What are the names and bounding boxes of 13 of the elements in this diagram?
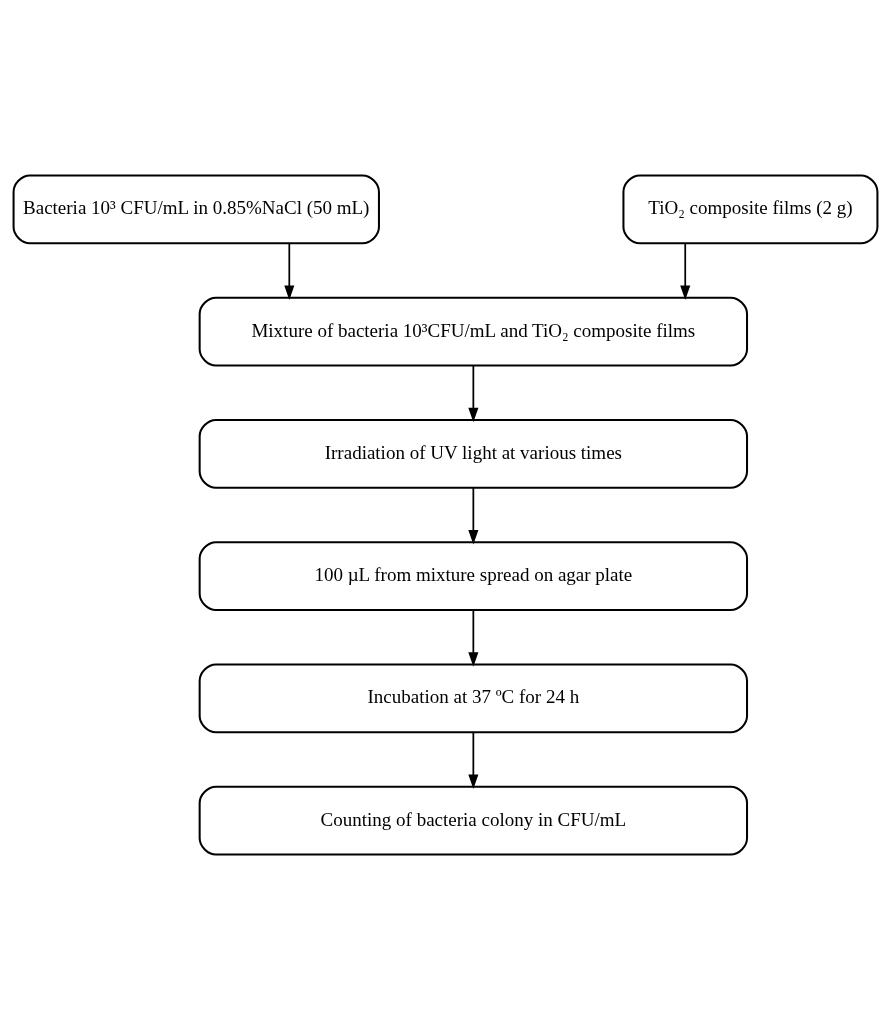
arrow [468,731,479,789]
node-box: Irradiation of UV light at various times [198,418,749,489]
node-box: Counting of bacteria colony in CFU/mL [198,785,749,856]
arrow [284,242,295,300]
node-box: 100 µL from mixture spread on agar plate [198,540,749,611]
node-box: Incubation at 37 ºC for 24 h [198,662,749,733]
arrow [680,242,691,300]
node-box: Bacteria 10³ CFU/mL in 0.85%NaCl (50 mL) [12,173,380,244]
arrow [468,608,479,667]
node-box: Mixture of bacteria 10³CFU/mL and TiO₂ composite films [198,296,749,367]
arrow [468,364,479,422]
node-box: TiO₂ composite films (2 g) [622,173,879,244]
arrow [468,486,479,544]
